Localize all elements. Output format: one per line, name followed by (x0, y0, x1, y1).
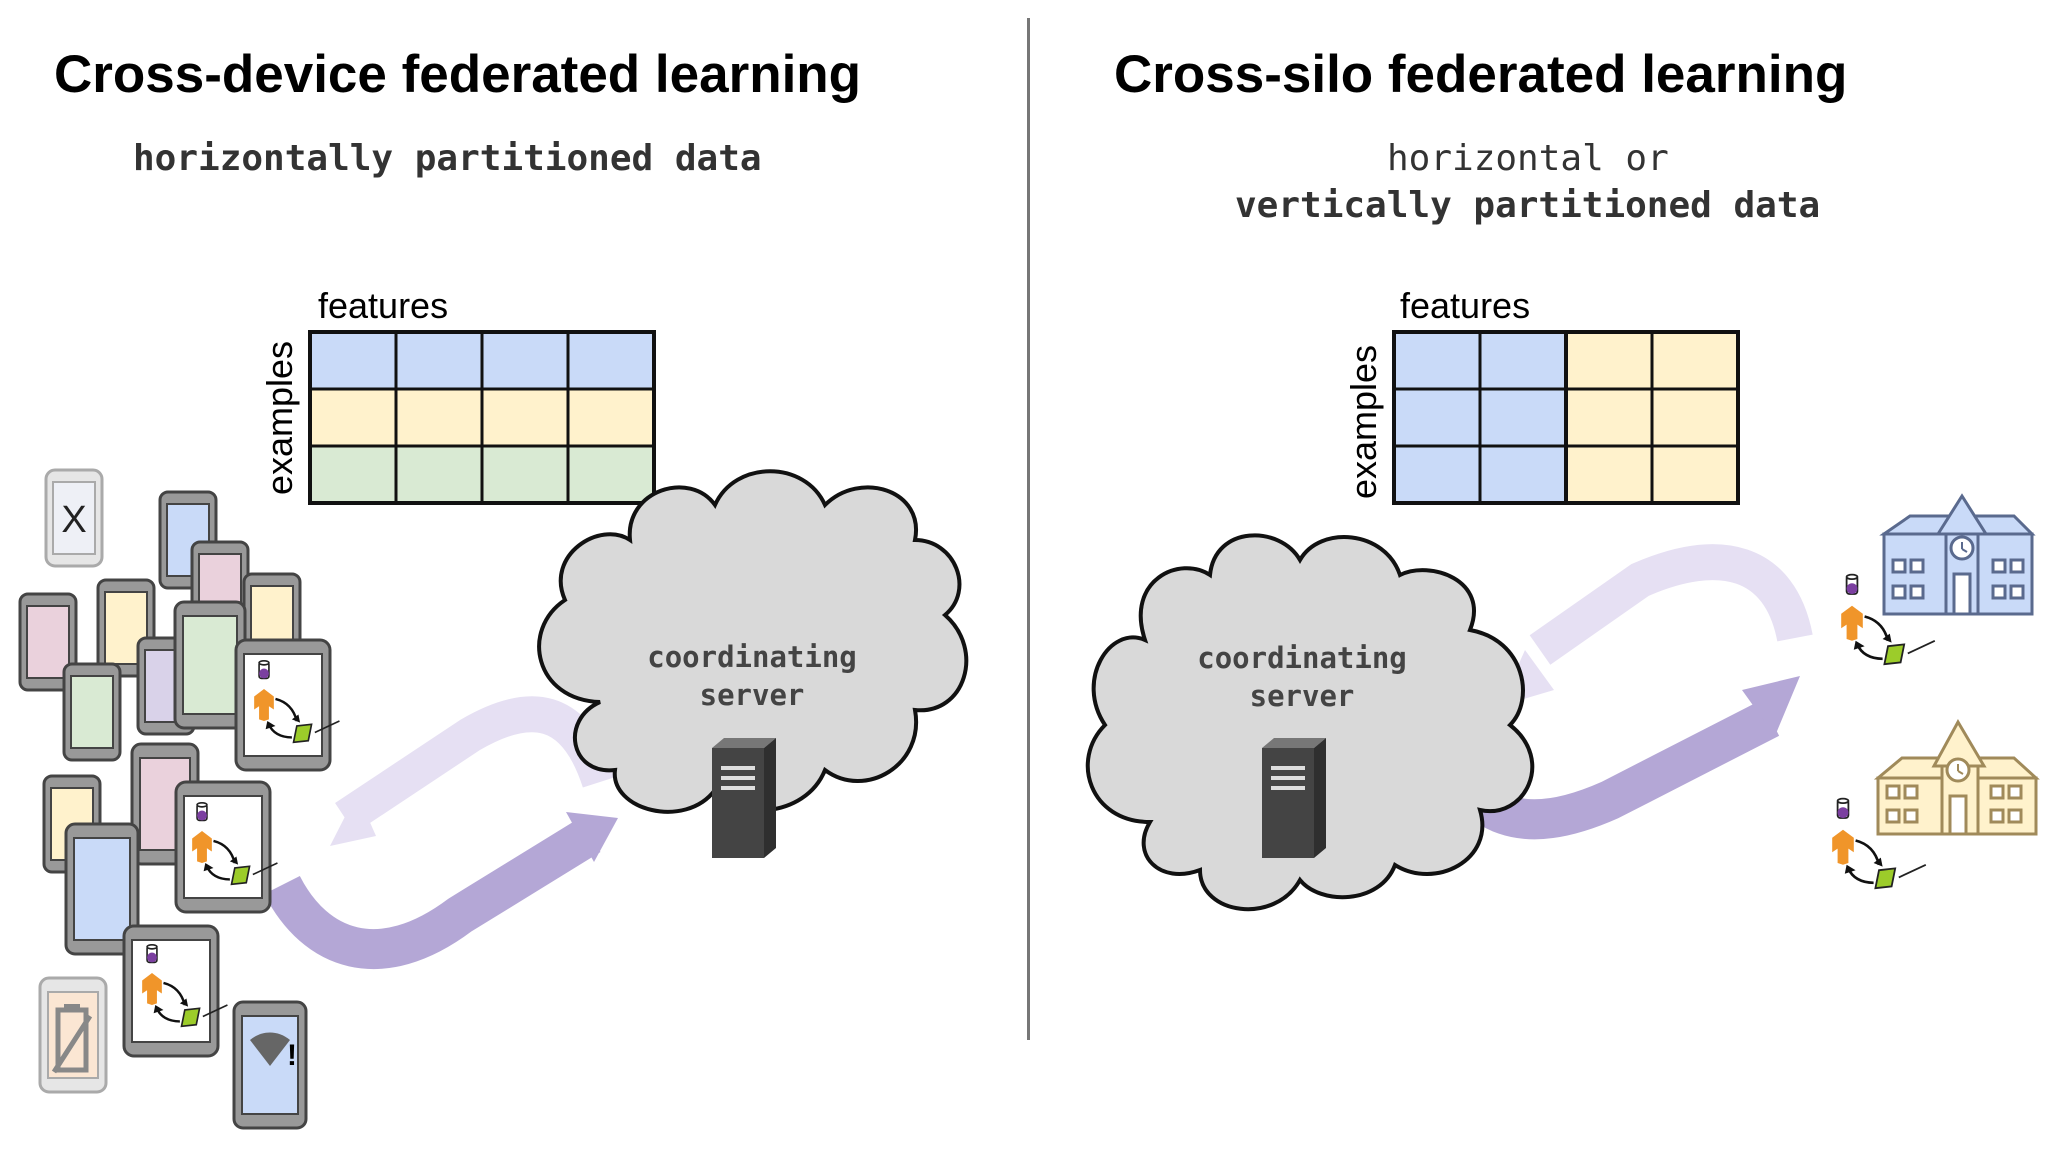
right-cloud-label-line2: server (1250, 679, 1355, 713)
left-table-row-2 (308, 387, 656, 448)
wifi-alert-mark: ! (287, 1039, 297, 1072)
left-table-row-1 (308, 330, 656, 391)
left-features-label: features (318, 285, 448, 326)
right-data-table (1392, 330, 1740, 505)
phone-training-2 (174, 780, 279, 914)
phone-offline-mark: X (61, 499, 86, 541)
left-server-icon (712, 738, 776, 858)
right-examples-label: examples (1343, 345, 1384, 499)
left-cloud-label-line1: coordinating (647, 640, 857, 674)
right-cloud (1085, 533, 1535, 912)
phone-low-battery (38, 976, 108, 1094)
section-divider (1027, 18, 1030, 1040)
right-subtitle-line2: vertically partitioned data (1235, 185, 1821, 226)
right-features-label: features (1400, 285, 1530, 326)
building-blue (1879, 493, 2036, 616)
right-return-arrow (1529, 544, 1813, 665)
left-upload-arrowhead (566, 812, 618, 862)
left-return-arrow (335, 696, 618, 833)
right-subtitle-line1: horizontal or (1387, 138, 1669, 179)
left-return-arrowhead (330, 793, 376, 846)
right-title: Cross-silo federated learning (1114, 45, 1848, 104)
right-cloud-label-line1: coordinating (1197, 641, 1407, 675)
phone-green-small (62, 662, 122, 762)
left-subtitle: horizontally partitioned data (133, 138, 762, 179)
phone-offline (44, 468, 104, 568)
right-server-icon (1262, 738, 1326, 858)
left-cloud-label-line2: server (700, 678, 805, 712)
building-yellow (1873, 718, 2040, 836)
phone-pink-left (18, 592, 78, 692)
left-data-table (308, 330, 656, 505)
right-table-row-3 (1392, 444, 1740, 505)
left-cloud (537, 469, 969, 814)
left-table-row-3 (308, 444, 656, 505)
right-upload-arrowhead (1742, 676, 1800, 736)
left-title: Cross-device federated learning (54, 45, 862, 104)
phone-blue-large (64, 822, 140, 956)
battery-icon (51, 1004, 93, 1074)
wifi-icon (250, 1032, 290, 1066)
left-examples-label: examples (259, 341, 300, 495)
phone-training-1 (234, 638, 341, 772)
phone-training-3 (122, 924, 229, 1058)
left-upload-arrow (264, 817, 601, 970)
